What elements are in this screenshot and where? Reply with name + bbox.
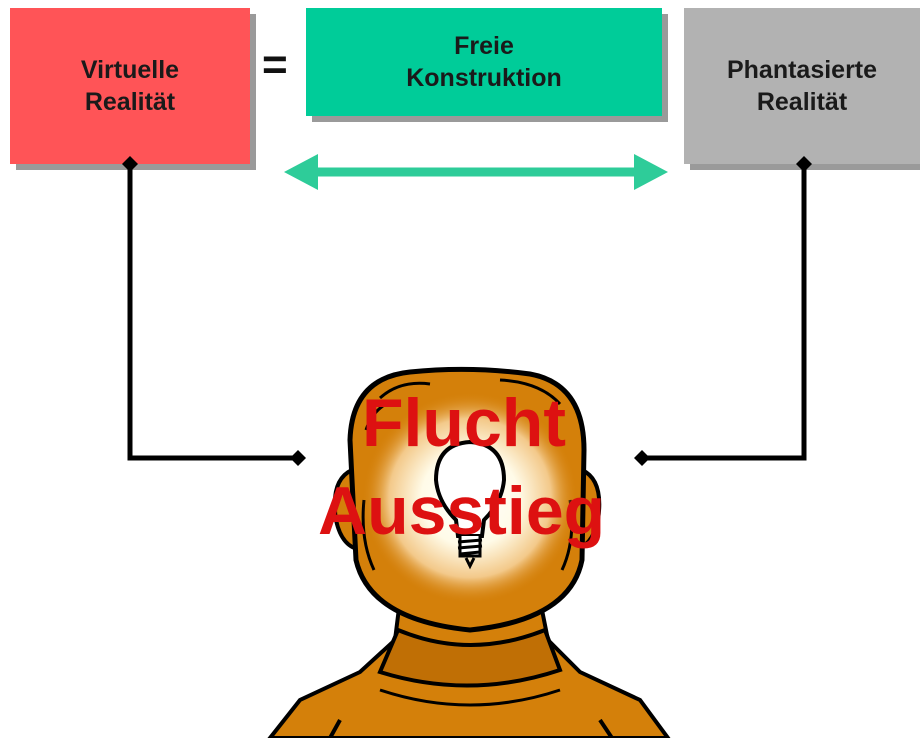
- virtual-reality-box: Virtuelle Realität: [10, 8, 250, 164]
- exit-label: Ausstieg: [318, 473, 606, 549]
- fantasized-reality-label: Phantasierte Realität: [726, 56, 878, 116]
- virtual-reality-label: Virtuelle Realität: [80, 56, 180, 116]
- double-arrow: [284, 154, 668, 190]
- right-connector: [634, 156, 812, 466]
- lightbulb-icon: [433, 439, 507, 570]
- escape-label: Flucht: [362, 385, 566, 461]
- free-construction-label: Freie Konstruktion: [406, 32, 562, 92]
- left-connector: [122, 156, 306, 466]
- free-construction-box: Freie Konstruktion: [306, 8, 662, 116]
- fantasized-reality-box: Phantasierte Realität: [684, 8, 920, 164]
- equals-sign: =: [262, 40, 288, 89]
